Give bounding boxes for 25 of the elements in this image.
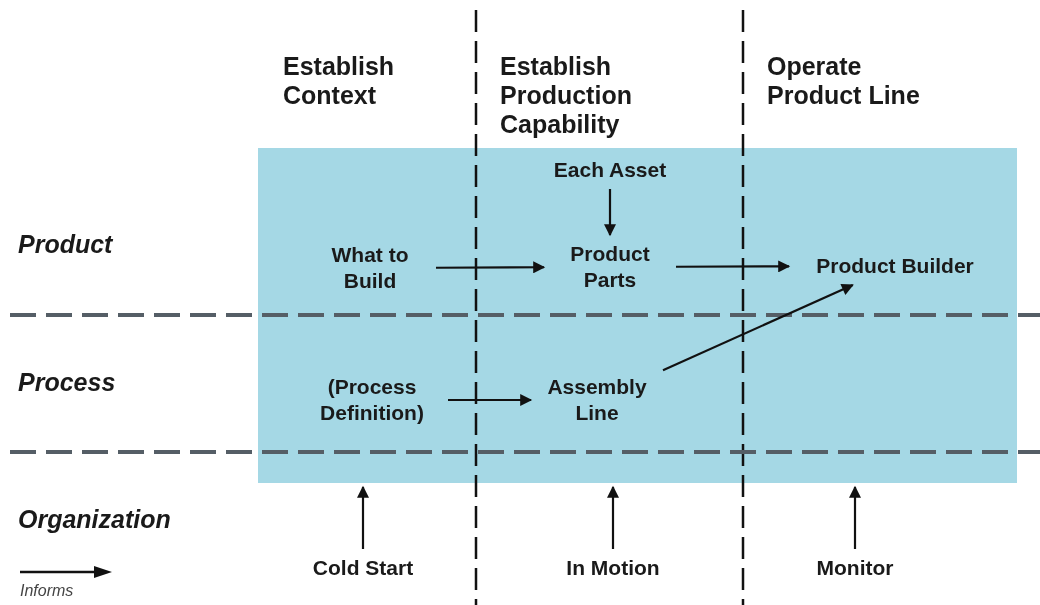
arrow <box>448 394 533 406</box>
row-heading: Product <box>18 230 113 259</box>
row-heading: Organization <box>18 505 171 534</box>
arrow <box>662 283 854 372</box>
node-label: What to Build <box>310 242 430 294</box>
column-heading: Operate Product Line <box>767 52 921 110</box>
shaded-area <box>258 148 1017 483</box>
arrow <box>357 485 369 549</box>
node-label: Monitor <box>780 555 930 581</box>
node-label: Assembly Line <box>537 374 657 426</box>
node-label: In Motion <box>538 555 688 581</box>
arrow <box>849 485 861 549</box>
node-label: Product Builder <box>795 253 995 279</box>
column-heading: Establish Context <box>283 52 396 110</box>
arrow <box>604 189 616 237</box>
row-heading: Process <box>18 368 116 397</box>
node-label: Product Parts <box>550 241 670 293</box>
arrow <box>436 261 546 274</box>
column-heading: Establish Production Capability <box>500 52 633 139</box>
arrow <box>676 260 791 273</box>
legend-label: Informs <box>20 582 74 600</box>
arrow <box>607 485 619 549</box>
node-label: Cold Start <box>288 555 438 581</box>
node-label: Each Asset <box>535 157 685 183</box>
node-label: (Process Definition) <box>302 374 442 426</box>
